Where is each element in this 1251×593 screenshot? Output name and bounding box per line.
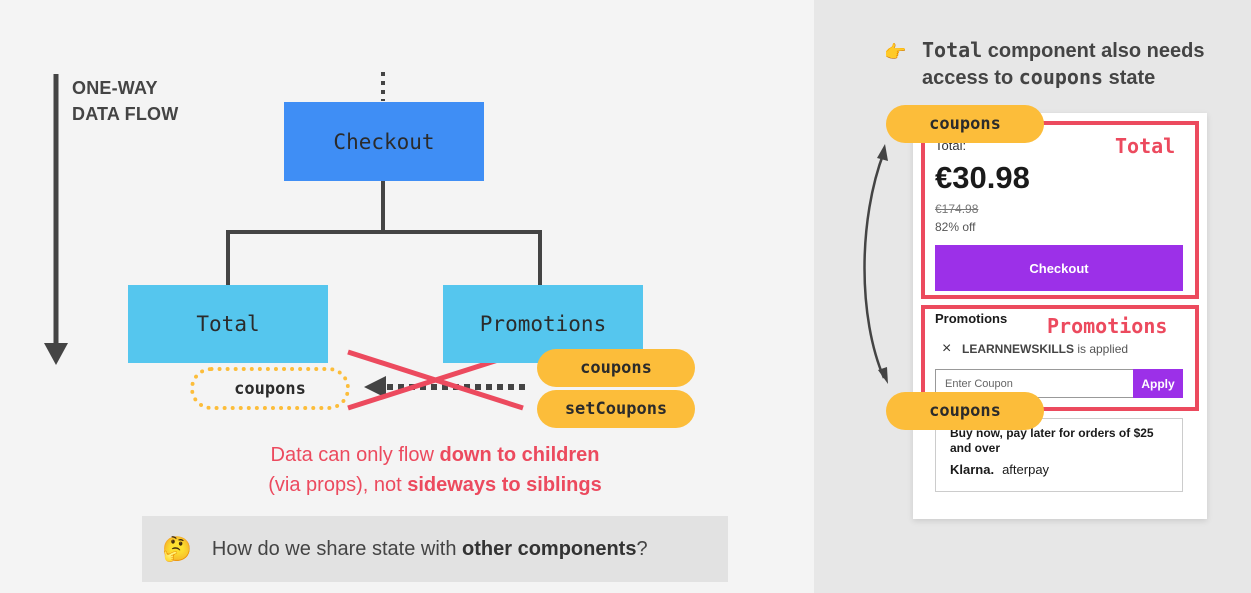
message-text-2: (via props), not xyxy=(268,474,408,496)
total-component: Total xyxy=(128,285,328,363)
remove-coupon-icon[interactable]: × xyxy=(942,340,952,357)
apply-button[interactable]: Apply xyxy=(1133,369,1183,398)
note-end: state xyxy=(1103,67,1156,89)
promotions-highlight-box xyxy=(921,305,1199,411)
question-plain: How do we share state with xyxy=(211,537,463,560)
total-price: €30.98 xyxy=(935,160,1030,195)
bnpl-logos: Klarna. afterpay xyxy=(950,462,1168,477)
question-bold: other components xyxy=(462,537,637,560)
one-way-arrow-head xyxy=(44,343,68,365)
arc-head-top xyxy=(877,144,888,161)
children-branch xyxy=(226,230,542,285)
klarna-logo: Klarna. xyxy=(950,462,995,477)
checkout-card xyxy=(913,113,1207,519)
old-price: €174.98 xyxy=(935,202,979,216)
promotions-coupons-pill: coupons xyxy=(886,392,1044,430)
afterpay-logo: afterpay xyxy=(1002,462,1050,477)
coupons-shared-arc xyxy=(863,151,886,379)
total-highlight-box xyxy=(921,121,1199,299)
message-line-2: (via props), not sideways to siblings xyxy=(180,470,690,500)
promotions-box-label: Promotions xyxy=(1047,314,1168,338)
pointing-hand-icon: 👉 xyxy=(884,42,907,62)
question-text: How do we share state with other compone… xyxy=(212,538,648,561)
data-flow-message: Data can only flow down to children (via… xyxy=(180,440,690,500)
message-text-1: Data can only flow xyxy=(270,444,440,466)
message-line-1: Data can only flow down to children xyxy=(180,440,690,470)
total-coupons-state-missing: coupons xyxy=(190,367,350,410)
note-code-total: Total xyxy=(922,38,983,62)
question-end: ? xyxy=(636,537,648,560)
discount-text: 82% off xyxy=(935,220,976,234)
applied-suffix: is applied xyxy=(1074,342,1129,356)
note-code-coupons: coupons xyxy=(1018,65,1104,89)
flow-label-line-2: DATA FLOW xyxy=(72,104,179,124)
note-mid: component also needs access to xyxy=(922,40,1205,89)
promotions-coupons-state: coupons xyxy=(537,349,695,387)
thinking-face-icon: 🤔 xyxy=(162,535,192,563)
total-box-label: Total xyxy=(1115,134,1176,158)
applied-coupon-code: LEARNNEWSKILLS xyxy=(962,342,1074,356)
promotions-heading: Promotions xyxy=(935,311,1008,326)
sideways-arrow-head xyxy=(364,376,386,398)
one-way-data-flow-label: ONE-WAY DATA FLOW xyxy=(72,75,178,127)
promotions-setcoupons-state: setCoupons xyxy=(537,390,695,428)
checkout-component: Checkout xyxy=(284,102,484,181)
arc-head-bottom xyxy=(878,367,888,384)
total-needs-coupons-note: 👉 Total component also needs access to c… xyxy=(884,37,1229,91)
total-coupons-pill: coupons xyxy=(886,105,1044,143)
message-bold-1: down to children xyxy=(439,444,600,466)
checkout-button[interactable]: Checkout xyxy=(935,245,1183,291)
bnpl-text: Buy now, pay later for orders of $25 and… xyxy=(950,426,1154,455)
coupon-input[interactable]: Enter Coupon xyxy=(935,369,1134,398)
applied-coupon-text: LEARNNEWSKILLS is applied xyxy=(962,342,1128,356)
question-callout: 🤔 How do we share state with other compo… xyxy=(142,516,728,582)
flow-label-line-1: ONE-WAY xyxy=(72,78,158,98)
message-bold-2: sideways to siblings xyxy=(407,474,602,496)
note-text: Total component also needs access to cou… xyxy=(884,37,1229,91)
